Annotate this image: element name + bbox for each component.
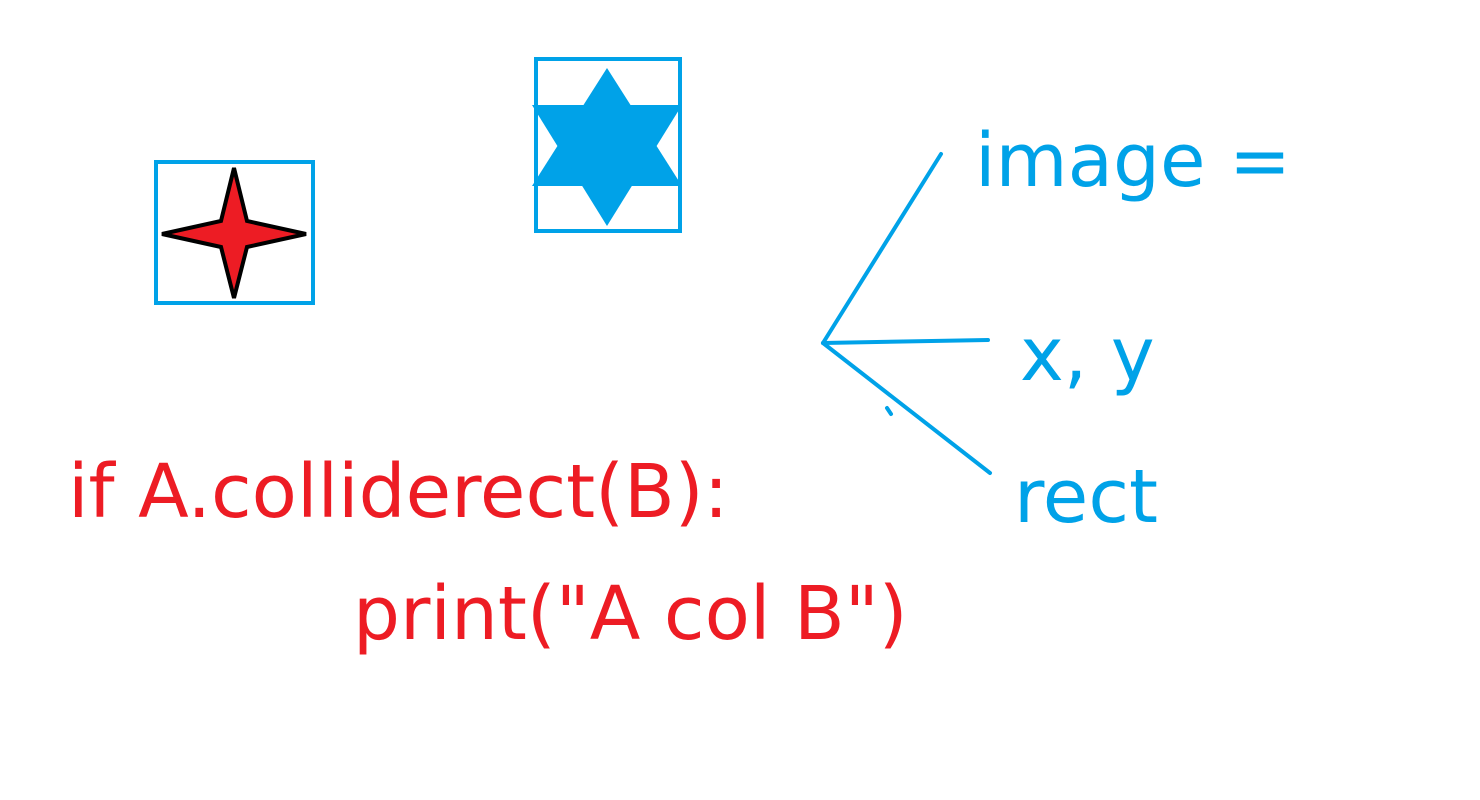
code-line-if-colliderect: if A.colliderect(B): xyxy=(68,449,729,535)
attribute-label-xy: x, y xyxy=(1020,312,1155,398)
stray-tick-mark xyxy=(885,406,893,416)
attribute-branch-lines xyxy=(821,152,992,475)
attribute-label-rect: rect xyxy=(1014,454,1159,540)
code-line-print: print("A col B") xyxy=(353,571,908,657)
branch-line-xy xyxy=(821,338,990,345)
attribute-label-image: image = xyxy=(975,118,1292,204)
branch-line-image xyxy=(821,152,943,345)
object-b xyxy=(532,57,682,233)
four-point-star-icon xyxy=(161,167,307,299)
object-b-rect-box xyxy=(534,57,682,233)
six-point-star-down-triangle xyxy=(532,105,682,226)
object-a xyxy=(154,160,315,305)
branch-line-rect xyxy=(821,341,992,475)
object-a-rect-box xyxy=(154,160,315,305)
